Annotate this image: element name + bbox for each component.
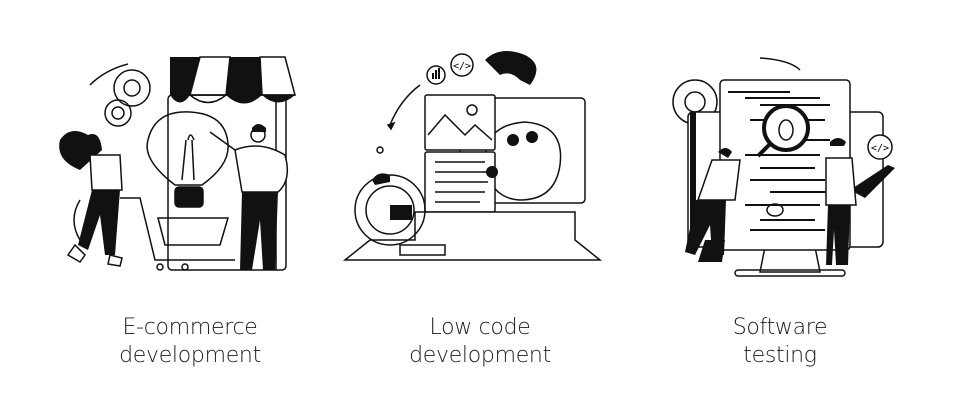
caption-line-2: testing: [743, 343, 817, 368]
caption-lowcode: Low code development: [320, 314, 640, 370]
man-figure: [372, 173, 390, 185]
image-placeholder-icon: [424, 94, 496, 151]
panel-testing: </> Software testing: [620, 0, 940, 411]
code-badge-text: </>: [453, 61, 471, 72]
woman-figure: [485, 51, 537, 85]
shopping-cart-icon: [120, 197, 235, 271]
caption-line-2: development: [119, 343, 261, 368]
lightbulb-icon: [146, 111, 229, 208]
ecommerce-illustration: [59, 56, 296, 271]
man-figure: [209, 124, 289, 270]
caption-ecommerce: E-commerce development: [30, 314, 350, 370]
lowcode-illustration: </>: [342, 51, 603, 261]
code-badge-text: </>: [871, 143, 889, 154]
gear-icon: [104, 69, 151, 127]
caption-testing: Software testing: [620, 314, 940, 370]
magnifier-icon: [762, 104, 810, 152]
testing-illustration: </>: [672, 57, 895, 277]
caption-line-1: Low code: [429, 315, 531, 340]
panel-lowcode: </> Low code development: [320, 0, 640, 411]
bug-icon: [766, 203, 784, 217]
laptop-icon: [342, 211, 603, 261]
caption-line-2: development: [409, 343, 551, 368]
man-figure: [830, 138, 846, 146]
palette-icon: [484, 121, 562, 201]
caption-line-1: Software: [732, 315, 828, 340]
woman-figure: [718, 148, 732, 158]
panel-ecommerce: E-commerce development: [30, 0, 350, 411]
laptop-icon: [850, 165, 895, 198]
bug-icon: [778, 119, 794, 141]
caption-line-1: E-commerce: [122, 315, 258, 340]
code-tag-icon: [867, 134, 893, 160]
code-tag-icon: [450, 53, 474, 77]
woman-figure: [59, 131, 123, 267]
shop-awning-icon: [170, 56, 296, 104]
